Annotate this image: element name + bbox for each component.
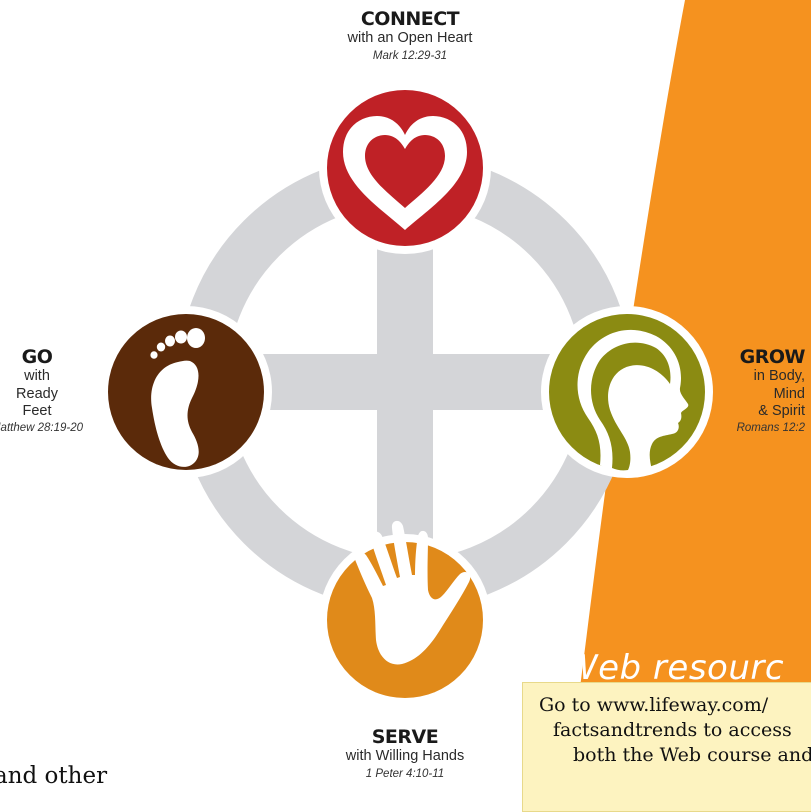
web-resources-line: factsandtrends to access	[553, 719, 792, 742]
serve-label: SERVE with Willing Hands 1 Peter 4:10-11	[305, 726, 505, 781]
serve-title: SERVE	[371, 726, 439, 748]
connect-reference: Mark 12:29-31	[372, 49, 448, 62]
go-subtitle-line: Feet	[22, 402, 52, 419]
grow-label: GROW in Body, Mind & Spirit Romans 12:2	[723, 346, 811, 435]
connect-subtitle: with an Open Heart	[347, 30, 473, 47]
go-reference: Matthew 28:19-20	[0, 421, 84, 434]
web-resources-line: both the Web course and	[573, 744, 811, 767]
hand-icon	[354, 520, 471, 665]
connect-label: CONNECT with an Open Heart Mark 12:29-31	[300, 8, 520, 63]
footprint-icon	[150, 328, 205, 467]
go-subtitle-line: Ready	[16, 385, 58, 402]
grow-subtitle-line: Mind	[773, 385, 805, 402]
web-resources-line: Go to www.lifeway.com/	[539, 694, 769, 716]
connect-title: CONNECT	[360, 8, 460, 30]
grow-reference: Romans 12:2	[736, 421, 805, 434]
cut-off-body-text: and other	[0, 763, 108, 789]
grow-node	[541, 306, 713, 478]
grow-subtitle-line: & Spirit	[758, 402, 805, 419]
go-node	[100, 306, 272, 478]
head-profile-icon	[577, 329, 689, 474]
heart-icon	[343, 116, 467, 230]
diagram-artwork	[100, 0, 811, 793]
serve-reference: 1 Peter 4:10-11	[365, 767, 445, 780]
connect-node	[319, 82, 491, 254]
serve-node	[319, 520, 491, 706]
web-resources-heading: Web resourc	[564, 648, 785, 688]
go-title: GO	[21, 346, 53, 368]
go-subtitle-line: with	[24, 368, 50, 385]
grow-title: GROW	[739, 346, 806, 368]
go-label: GO with Ready Feet Matthew 28:19-20	[0, 346, 83, 435]
serve-subtitle: with Willing Hands	[345, 748, 465, 765]
grow-subtitle-line: in Body,	[753, 368, 805, 385]
